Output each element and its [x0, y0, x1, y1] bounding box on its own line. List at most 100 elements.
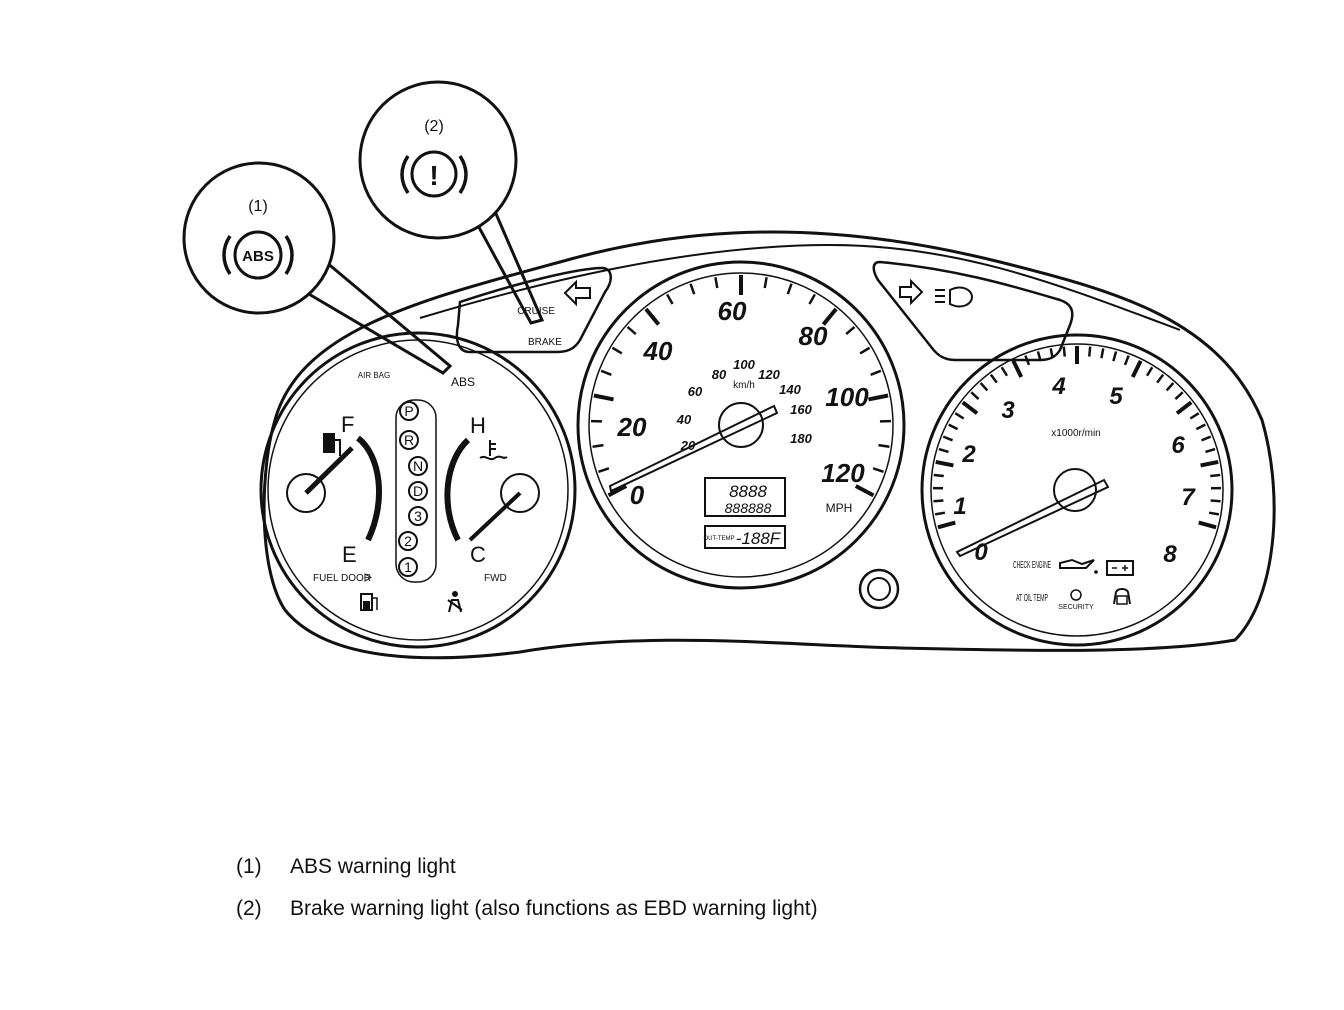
speedometer-tick: [593, 393, 614, 402]
fuel-scale-arc: [356, 435, 382, 542]
tachometer-tick: [942, 435, 954, 442]
callout-2: (2) !: [358, 80, 545, 325]
tachometer-tick: [961, 400, 979, 415]
gear-indicator-frame: [395, 399, 437, 583]
tachometer-tick: [1165, 382, 1175, 392]
speedometer-tick: [666, 293, 674, 305]
mph-label-40: 40: [643, 336, 673, 366]
air-bag-label: AIR BAG: [358, 371, 390, 380]
tachometer-tick: [1100, 348, 1105, 359]
security-label: SECURITY: [1058, 604, 1094, 611]
tachometer-tick: [970, 391, 980, 400]
kmh-label-120: 120: [758, 367, 780, 382]
legend-text: Brake warning light (also functions as E…: [290, 897, 818, 920]
speedometer-tick: [821, 307, 838, 326]
speedometer-tick: [854, 484, 875, 498]
speedometer-tick: [786, 283, 793, 295]
tachometer-labels: 0 1 2 3 4 5 6 7 8: [953, 373, 1196, 568]
speedometer-tick: [598, 467, 610, 473]
mph-label-80: 80: [799, 321, 828, 351]
gear-p: P: [404, 403, 413, 419]
tachometer-tick: [938, 447, 949, 454]
tachometer-tick: [934, 511, 946, 516]
tachometer-tick: [1205, 447, 1216, 454]
tachometer-tick: [1195, 423, 1206, 431]
callout-2-number: (2): [424, 118, 444, 135]
mph-label-20: 20: [617, 412, 647, 442]
legend-number: (1): [236, 855, 262, 878]
tachometer-tick: [989, 373, 998, 384]
tachometer-tick: [1189, 412, 1200, 420]
fwd-label: FWD: [484, 573, 507, 584]
gear-3: 3: [414, 508, 422, 524]
rpm-label-4: 4: [1051, 373, 1065, 400]
speedometer-tick: [607, 484, 628, 498]
seatbelt-icon: [447, 591, 463, 613]
speedometer-tick: [878, 443, 890, 448]
tachometer: 0 1 2 3 4 5 6 7 8 x1000r/min CHECK ENGIN…: [920, 333, 1234, 647]
mph-label-100: 100: [825, 382, 869, 412]
legend-number: (2): [236, 897, 262, 920]
rpm-label-3: 3: [1001, 397, 1015, 424]
rpm-label-8: 8: [1163, 541, 1177, 568]
kmh-label-80: 80: [712, 367, 727, 382]
battery-icon: [1106, 560, 1134, 576]
temp-needle-hub: [500, 473, 540, 513]
tachometer-tick: [1011, 359, 1024, 378]
tachometer-tick: [954, 412, 965, 420]
odometer-display: [704, 477, 786, 517]
tachometer-tick: [1208, 511, 1220, 516]
right-turn-arrow-icon: [899, 278, 924, 306]
mph-unit-label: MPH: [826, 501, 853, 515]
cluster-housing: [262, 230, 1276, 660]
rpm-label-1: 1: [953, 493, 966, 520]
top-right-panel: [872, 260, 1074, 362]
fuel-empty-label: E: [342, 542, 357, 567]
temp-scale-arc: [444, 437, 471, 542]
fuel-temp-gauge: AIR BAG ABS F E H C P R: [259, 331, 577, 649]
cruise-label: CRUISE: [517, 306, 555, 317]
temp-needle: [468, 491, 522, 542]
rpm-unit-label: x1000r/min: [1051, 428, 1100, 439]
speedometer-tick: [868, 393, 889, 402]
tachometer-tick: [1000, 366, 1009, 377]
speedometer-tick: [592, 443, 604, 448]
low-fuel-icon: [360, 593, 378, 611]
abs-icon-text: ABS: [242, 248, 274, 265]
high-beam-icon: [935, 286, 974, 308]
tachometer-tick: [1024, 355, 1031, 366]
rpm-label-5: 5: [1109, 383, 1123, 410]
speedometer: 0 20 40 60 80 100 120 20 40 60 80 100 12…: [576, 260, 906, 590]
tachometer-tick: [1112, 351, 1118, 362]
rpm-label-7: 7: [1181, 484, 1196, 511]
speedometer-tick: [689, 283, 696, 295]
tachometer-tick: [1198, 520, 1217, 530]
speedometer-tick: [808, 293, 816, 305]
speedometer-tick: [600, 369, 612, 376]
speedometer-tick: [644, 307, 661, 326]
brake-warning-icon: !: [400, 150, 468, 198]
tachometer-tick: [935, 459, 954, 468]
speedometer-tick: [870, 369, 882, 376]
kmh-label-180: 180: [790, 431, 812, 446]
tachometer-tick: [1156, 373, 1165, 384]
legend-text: ABS warning light: [290, 855, 456, 878]
at-oil-temp-label: AT OIL TEMP: [1016, 593, 1048, 604]
tachometer-tick: [937, 520, 956, 530]
temp-cold-label: C: [470, 542, 486, 567]
mph-label-120: 120: [821, 458, 865, 488]
tachometer-ticks: [932, 346, 1222, 530]
speedometer-tick: [611, 346, 623, 355]
tachometer-tick: [1200, 459, 1219, 468]
coolant-temp-icon: [479, 440, 508, 461]
tachometer-tick: [1062, 346, 1066, 357]
gear-d: D: [413, 483, 423, 499]
kmh-label-40: 40: [676, 412, 692, 427]
tachometer-tick: [1174, 391, 1184, 400]
outside-temp-value: -188F: [736, 529, 782, 548]
tachometer-tick: [1200, 435, 1212, 442]
speedometer-tick: [872, 467, 884, 473]
tachometer-tick: [1036, 351, 1042, 362]
tachometer-tick: [1210, 499, 1221, 503]
